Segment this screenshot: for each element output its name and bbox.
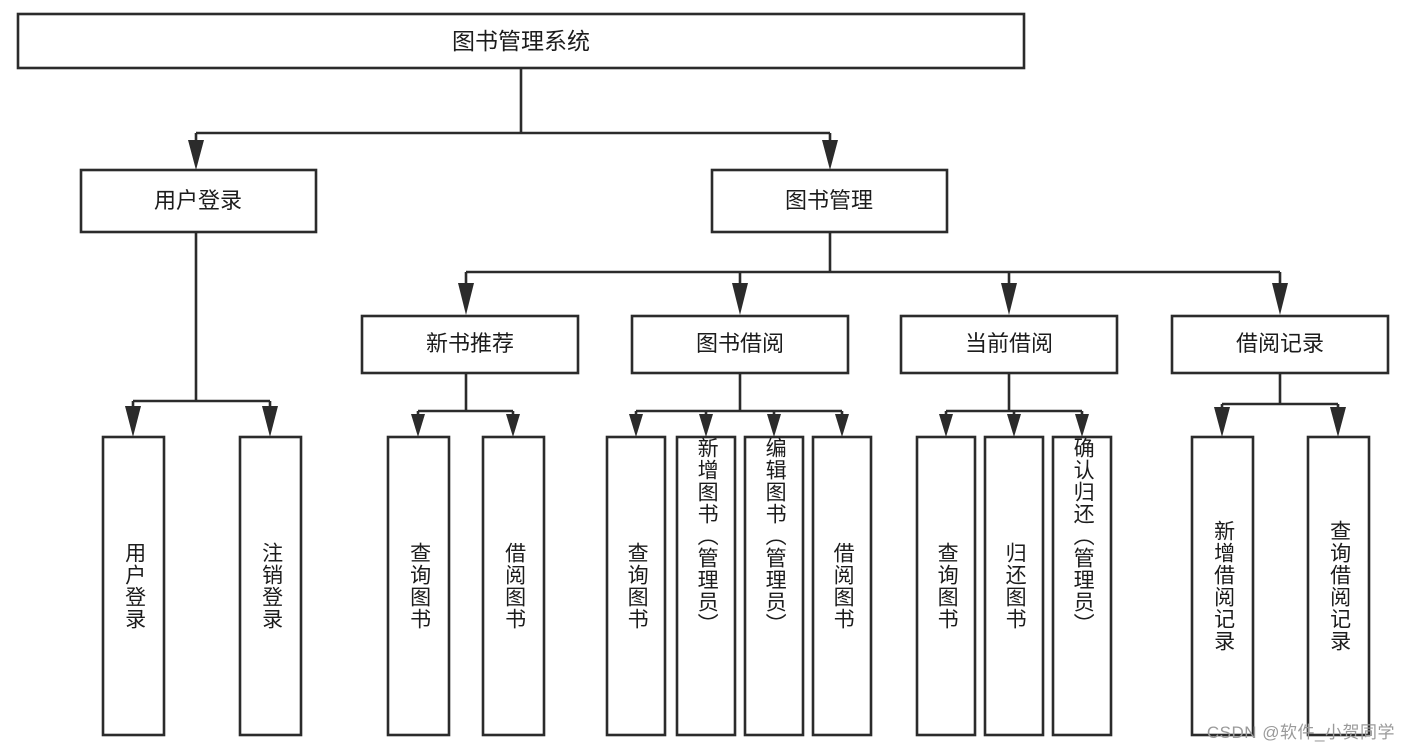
leaf-box-newbook-borrow[interactable]	[481, 435, 546, 737]
watermark-text: CSDN @软件_小贺同学	[1206, 723, 1395, 742]
root-label: 图书管理系统	[452, 28, 590, 54]
leaf-box-bb-query[interactable]	[605, 435, 667, 737]
arrow-bb-leaf1-icon	[629, 414, 643, 437]
arrow-bb-leaf3-icon	[767, 414, 781, 437]
arrow-cb-leaf1-icon	[939, 414, 953, 437]
new-book-recommend-box[interactable]	[360, 314, 580, 375]
user-login-label: 用户登录	[154, 188, 242, 213]
leaf-box-cb-confirm[interactable]	[1051, 435, 1113, 737]
arrow-br-leaf2-icon	[1330, 407, 1346, 437]
arrow-leaf-user-login-icon	[125, 406, 141, 437]
edges-root-to-level2	[188, 68, 838, 170]
book-borrow-box[interactable]	[630, 314, 850, 375]
arrow-cb-leaf2-icon	[1007, 414, 1021, 437]
arrow-cb-leaf3-icon	[1075, 414, 1089, 437]
arrow-newbook-leaf1-icon	[411, 414, 425, 437]
arrow-newbook-leaf2-icon	[506, 414, 520, 437]
edges-current-borrow-leaves	[939, 373, 1089, 437]
current-borrow-box[interactable]	[899, 314, 1119, 375]
leaf-boxes	[101, 435, 1371, 737]
book-manage-label: 图书管理	[785, 188, 873, 213]
leaf-box-user-login[interactable]	[101, 435, 166, 737]
edges-borrow-records-leaves	[1214, 373, 1346, 437]
leaf-box-bb-edit[interactable]	[743, 435, 805, 737]
user-login-box[interactable]	[79, 168, 318, 234]
arrow-to-borrow-records-icon	[1272, 283, 1288, 315]
leaf-box-cb-return[interactable]	[983, 435, 1045, 737]
root-box[interactable]	[16, 12, 1026, 70]
arrow-to-current-borrow-icon	[1001, 283, 1017, 315]
arrow-bb-leaf4-icon	[835, 414, 849, 437]
leaf-box-newbook-query[interactable]	[386, 435, 451, 737]
edges-book-borrow-leaves	[629, 373, 849, 437]
arrow-br-leaf1-icon	[1214, 407, 1230, 437]
leaf-box-cb-query[interactable]	[915, 435, 977, 737]
leaf-box-bb-add[interactable]	[675, 435, 737, 737]
node-current-borrow[interactable]: 当前借阅	[899, 314, 1119, 375]
leaf-box-bb-borrow[interactable]	[811, 435, 873, 737]
leaf-box-br-query[interactable]	[1306, 435, 1371, 737]
borrow-records-box[interactable]	[1170, 314, 1390, 375]
node-user-login[interactable]: 用户登录	[79, 168, 318, 234]
node-book-borrow[interactable]: 图书借阅	[630, 314, 850, 375]
arrow-leaf-logout-icon	[262, 406, 278, 437]
borrow-records-label: 借阅记录	[1236, 331, 1324, 356]
current-borrow-label: 当前借阅	[965, 331, 1053, 356]
arrow-to-user-login-icon	[188, 140, 204, 170]
book-borrow-label: 图书借阅	[696, 331, 784, 356]
node-new-book-recommend[interactable]: 新书推荐	[360, 314, 580, 375]
book-manage-box[interactable]	[710, 168, 949, 234]
edges-user-login-leaves	[125, 232, 278, 437]
edges-book-manage-to-level3	[458, 232, 1288, 315]
leaf-box-br-add[interactable]	[1190, 435, 1255, 737]
node-borrow-records[interactable]: 借阅记录	[1170, 314, 1390, 375]
node-book-manage[interactable]: 图书管理	[710, 168, 949, 234]
arrow-to-book-manage-icon	[822, 140, 838, 170]
arrow-bb-leaf2-icon	[699, 414, 713, 437]
edges-new-book-leaves	[411, 373, 520, 437]
leaf-box-logout[interactable]	[238, 435, 303, 737]
arrow-to-new-book-icon	[458, 283, 474, 315]
new-book-recommend-label: 新书推荐	[426, 331, 514, 356]
node-root[interactable]: 图书管理系统	[16, 12, 1026, 70]
arrow-to-book-borrow-icon	[732, 283, 748, 315]
